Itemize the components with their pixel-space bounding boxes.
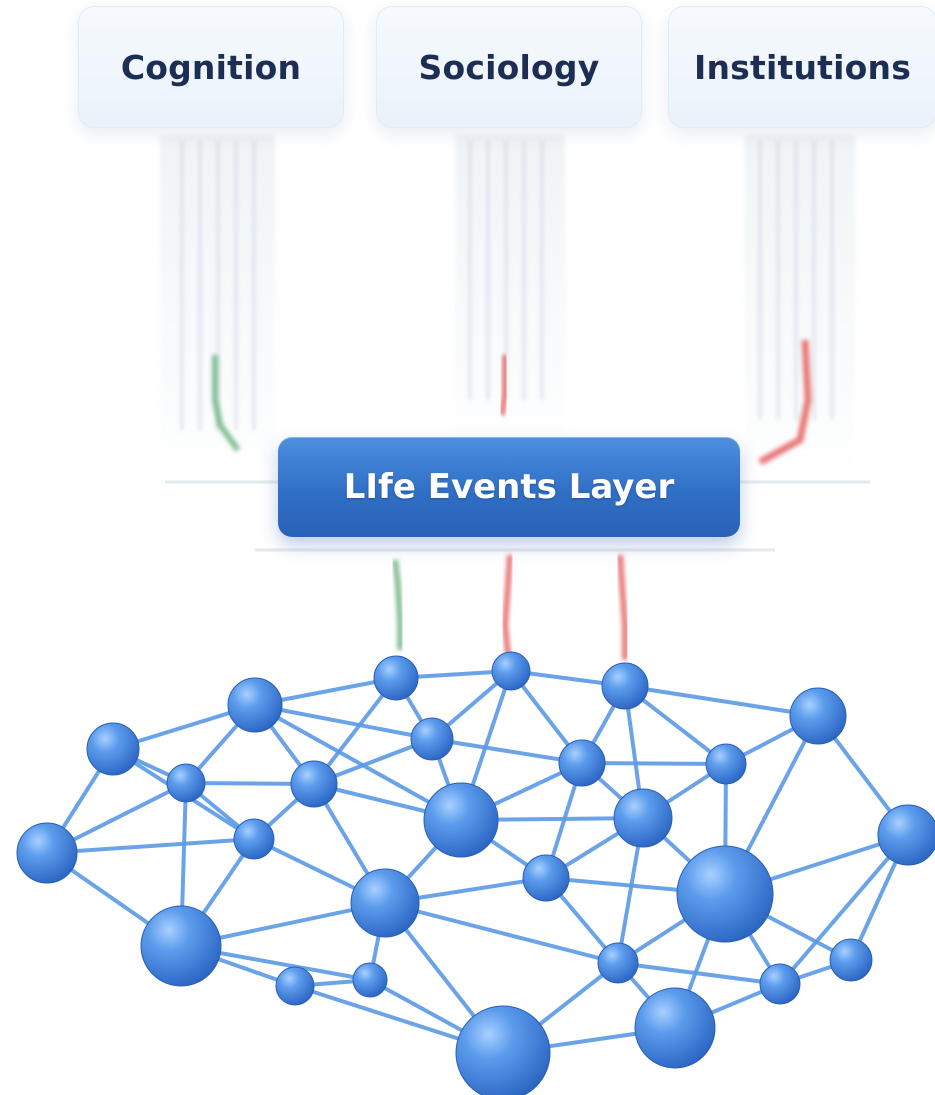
network-node bbox=[275, 966, 315, 1006]
network-node bbox=[676, 845, 774, 943]
network-node bbox=[558, 739, 606, 787]
life-events-layer-box: LIfe Events Layer bbox=[278, 437, 740, 537]
network-node bbox=[227, 677, 283, 733]
network-node bbox=[16, 822, 78, 884]
cognition-box: Cognition bbox=[78, 6, 344, 128]
network-node bbox=[350, 868, 420, 938]
network-node bbox=[140, 905, 222, 987]
network-node bbox=[290, 760, 338, 808]
network-edge bbox=[778, 833, 910, 986]
streaks-sociology bbox=[455, 135, 565, 435]
life-events-layer-label: LIfe Events Layer bbox=[343, 467, 675, 507]
signal-green-upper bbox=[212, 355, 241, 452]
network-node bbox=[789, 687, 847, 745]
network-node bbox=[613, 788, 673, 848]
network-node bbox=[829, 938, 873, 982]
network-node bbox=[352, 962, 388, 998]
signal-red-upper-right bbox=[758, 339, 812, 466]
network-node bbox=[166, 763, 206, 803]
network-edge bbox=[253, 703, 434, 741]
sociology-label: Sociology bbox=[418, 47, 600, 87]
institutions-box: Institutions bbox=[668, 6, 935, 128]
network-node bbox=[423, 782, 499, 858]
network-node bbox=[597, 942, 639, 984]
signal-red-lower-right bbox=[617, 554, 628, 660]
network-node bbox=[877, 804, 935, 866]
network-edge bbox=[430, 737, 584, 765]
signal-green-lower bbox=[392, 559, 403, 650]
network-edge bbox=[45, 837, 256, 855]
network-node bbox=[233, 818, 275, 860]
network-edge bbox=[580, 761, 728, 766]
network-node bbox=[373, 655, 419, 701]
network-node bbox=[522, 854, 570, 902]
signal-red-upper-middle bbox=[499, 355, 508, 416]
sociology-box: Sociology bbox=[376, 6, 642, 128]
institutions-label: Institutions bbox=[693, 47, 912, 87]
network-node bbox=[601, 662, 649, 710]
network-node bbox=[634, 987, 716, 1069]
network-edge bbox=[253, 703, 463, 822]
signal-red-lower-middle bbox=[501, 554, 513, 656]
network-node bbox=[86, 722, 140, 776]
network-node bbox=[455, 1005, 551, 1095]
network-edge bbox=[616, 961, 782, 986]
network-node bbox=[410, 717, 454, 761]
network-node bbox=[759, 963, 801, 1005]
cognition-label: Cognition bbox=[120, 47, 302, 87]
network-edge bbox=[623, 684, 820, 718]
network-node bbox=[705, 743, 747, 785]
network-edge bbox=[383, 901, 620, 965]
streaks-institutions bbox=[745, 135, 855, 465]
network-node bbox=[491, 651, 531, 691]
